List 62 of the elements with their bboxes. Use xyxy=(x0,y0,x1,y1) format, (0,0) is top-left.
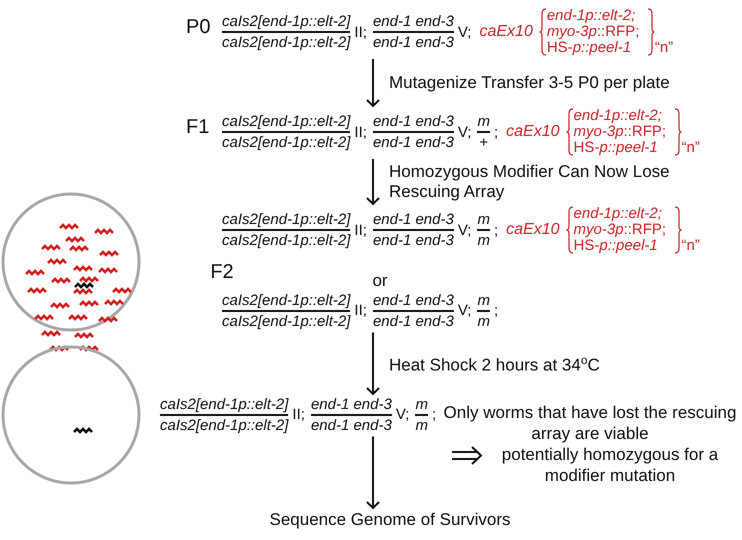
genotype-text: caIs2[end-1p::elt-2] xyxy=(222,211,350,228)
genotype-text: caIs2[end-1p::elt-2] xyxy=(222,292,350,309)
chromosome-text: II; xyxy=(354,24,367,40)
arrow xyxy=(366,59,380,107)
chromosome-text: ; xyxy=(494,302,498,320)
copy-number-text: “n” xyxy=(682,139,700,156)
copy-number-text: “n” xyxy=(654,39,674,56)
chromosome-text: V; xyxy=(396,406,410,424)
gene-list: end-1p::elt-2; myo-3p::RFP; HS-p::peel-1 xyxy=(546,8,647,56)
note-text: potentially homozygous for a modifier mutation xyxy=(500,444,720,486)
genotype-text: caIs2[end-1p::elt-2] xyxy=(160,416,288,434)
genotype-text: end-1 end-3 xyxy=(372,113,454,130)
genotype-text: end-1 end-3 xyxy=(372,211,454,228)
genotype-text: caIs2[end-1p::elt-2] xyxy=(222,232,350,249)
chromosome-text: ; xyxy=(432,406,436,424)
array-name: caEx10 xyxy=(479,23,533,41)
arrow xyxy=(366,332,380,395)
genotype-text: m xyxy=(477,312,490,330)
chromosome-text: II; xyxy=(354,302,367,320)
genotype-text: end-1 end-3 xyxy=(372,34,454,51)
conjunction-text: or xyxy=(371,270,389,291)
genotype-text: caIs2[end-1p::elt-2] xyxy=(222,113,350,130)
genotype-text: end-1 end-3 xyxy=(372,232,454,249)
genotype-text: m xyxy=(415,396,428,413)
genotype-text: caIs2[end-1p::elt-2] xyxy=(160,396,288,413)
genotype-text: end-1 end-3 xyxy=(310,416,392,434)
array-name: caEx10 xyxy=(506,123,560,141)
gene-list: end-1p::elt-2; myo-3p::RFP; HS-p::peel-1 xyxy=(574,108,674,156)
genotype-text: m xyxy=(477,113,490,130)
chromosome-text: II; xyxy=(354,222,367,238)
genotype-text: end-1 end-3 xyxy=(372,134,454,151)
chromosome-text: ; xyxy=(494,222,498,238)
genotype-text: m xyxy=(477,292,490,309)
chromosome-text: V; xyxy=(458,222,472,238)
genotype-text: caIs2[end-1p::elt-2] xyxy=(222,34,350,51)
generation-label: F2 xyxy=(209,262,235,283)
gene-list: end-1p::elt-2; myo-3p::RFP; HS-p::peel-1 xyxy=(574,206,674,254)
genotype-text: end-1 end-3 xyxy=(372,292,454,309)
genotype-text: end-1 end-3 xyxy=(372,312,454,330)
generation-label: F1 xyxy=(186,116,210,139)
genotype-text: + xyxy=(479,134,488,151)
genotype-text: m xyxy=(477,211,490,228)
genotype-text: m xyxy=(477,232,490,249)
chromosome-text: V; xyxy=(458,24,472,40)
chromosome-text: V; xyxy=(458,124,472,140)
edge-label: Mutagenize Transfer 3-5 P0 per plate xyxy=(389,72,670,92)
chromosome-text: II; xyxy=(292,406,305,424)
genotype-text: caIs2[end-1p::elt-2] xyxy=(222,13,350,30)
genotype-text: end-1 end-3 xyxy=(372,13,454,30)
chromosome-text: II; xyxy=(354,124,367,140)
arrow xyxy=(366,436,380,509)
genotype-text: end-1 end-3 xyxy=(310,396,392,413)
genotype-text: m xyxy=(415,416,428,434)
generation-label: P0 xyxy=(186,16,210,39)
result-text: Sequence Genome of Survivors xyxy=(270,510,510,530)
copy-number-text: “n” xyxy=(682,237,700,254)
array-name: caEx10 xyxy=(506,221,560,239)
arrow xyxy=(366,159,380,205)
chromosome-text: ; xyxy=(494,124,498,140)
genotype-text: caIs2[end-1p::elt-2] xyxy=(222,312,350,330)
chromosome-text: V; xyxy=(458,302,472,320)
genotype-text: caIs2[end-1p::elt-2] xyxy=(222,134,350,151)
